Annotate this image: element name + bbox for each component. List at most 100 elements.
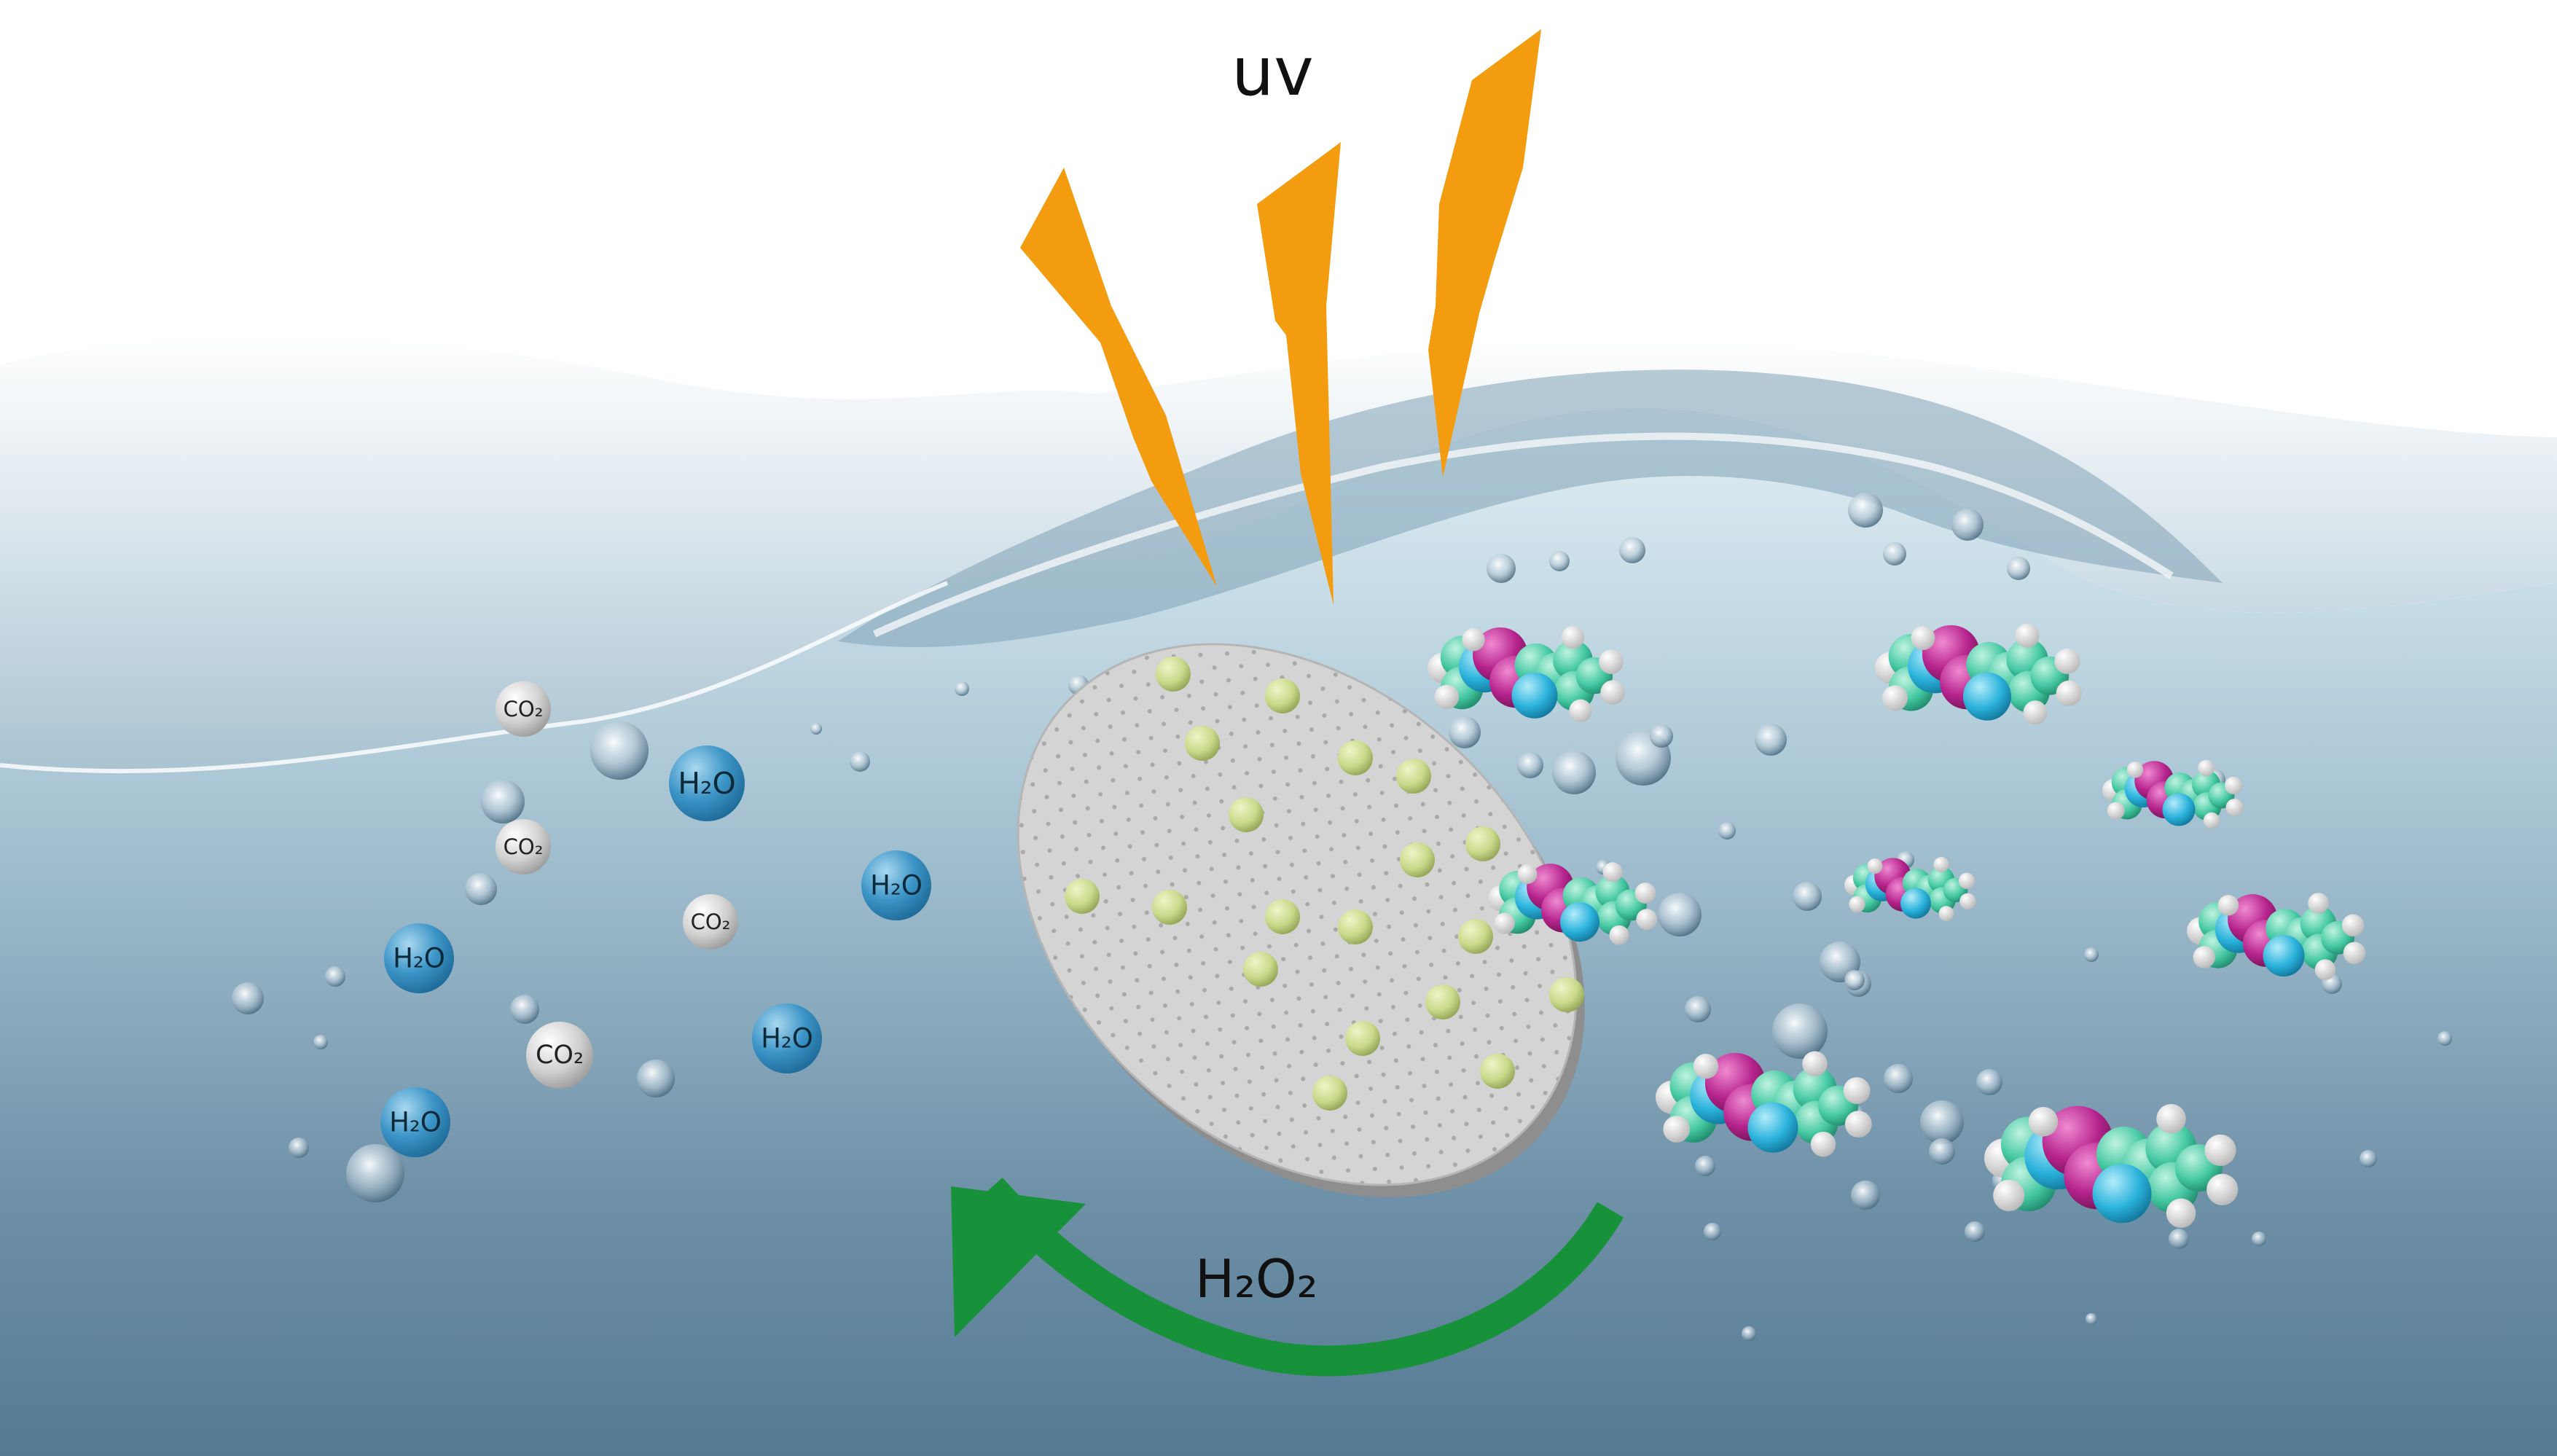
bubble bbox=[1920, 1100, 1964, 1144]
catalyst-particle bbox=[1156, 657, 1191, 692]
h2o-molecule: H₂O bbox=[861, 850, 931, 920]
pollutant-molecules bbox=[1428, 623, 2366, 1229]
pollutant-molecule bbox=[2102, 759, 2244, 829]
pollutant-molecule bbox=[1488, 862, 1658, 945]
bubble bbox=[313, 1035, 328, 1049]
pollutant-molecule bbox=[1984, 1103, 2239, 1229]
co2-label: CO₂ bbox=[504, 834, 544, 859]
bubble bbox=[1976, 1069, 2002, 1095]
bubble bbox=[2437, 1031, 2452, 1046]
catalyst-particle bbox=[1185, 726, 1220, 761]
bubble bbox=[1487, 554, 1516, 583]
bubble bbox=[346, 1144, 404, 1202]
h2o2-cycle-arrow bbox=[951, 1178, 1624, 1377]
h2o-molecule: H₂O bbox=[752, 1003, 822, 1073]
catalyst-particle bbox=[1338, 740, 1373, 775]
catalyst-particle bbox=[1396, 759, 1431, 794]
uv-label: uv bbox=[1231, 33, 1314, 111]
bubble bbox=[1755, 724, 1787, 756]
h2o-molecule: H₂O bbox=[380, 1087, 450, 1157]
bubble bbox=[1851, 1181, 1880, 1210]
bubble bbox=[1929, 1138, 1955, 1165]
pollutant-molecule bbox=[1875, 623, 2082, 725]
catalyst-particle bbox=[1152, 890, 1187, 925]
h2o-label: H₂O bbox=[870, 870, 923, 901]
uv-lightning-bolts bbox=[1020, 29, 1541, 605]
co2-molecule: CO₂ bbox=[496, 819, 551, 874]
bubble bbox=[2086, 1313, 2097, 1325]
catalyst-particle bbox=[1465, 826, 1500, 861]
bubble bbox=[1449, 716, 1481, 748]
catalyst-particle bbox=[1549, 977, 1584, 1012]
h2o-molecule: H₂O bbox=[384, 923, 454, 993]
bubble bbox=[1951, 509, 1984, 541]
co2-label: CO₂ bbox=[691, 909, 731, 934]
bubble bbox=[1718, 822, 1736, 839]
catalyst-particle bbox=[1243, 952, 1278, 987]
catalyst-particle bbox=[1312, 1076, 1347, 1111]
catalyst-particle bbox=[1425, 985, 1460, 1019]
h2o-label: H₂O bbox=[678, 766, 736, 801]
h2o-molecule: H₂O bbox=[669, 745, 745, 821]
h2o-label: H₂O bbox=[389, 1107, 442, 1138]
bubble bbox=[1883, 542, 1906, 565]
bubble bbox=[2252, 1232, 2266, 1246]
bubble bbox=[1658, 893, 1702, 936]
lightning-bolt-2 bbox=[1257, 142, 1341, 605]
catalyst-particle bbox=[1265, 678, 1300, 713]
co2-molecule: CO₂ bbox=[683, 894, 738, 950]
catalyst-particle bbox=[1480, 1054, 1515, 1089]
bubble bbox=[637, 1060, 675, 1097]
bubble bbox=[465, 873, 497, 905]
bubble bbox=[510, 995, 539, 1024]
co2-label: CO₂ bbox=[536, 1041, 584, 1070]
bubble bbox=[1517, 752, 1543, 778]
bubble bbox=[1844, 970, 1865, 990]
bubble bbox=[1772, 1003, 1828, 1059]
catalyst-particle bbox=[1229, 797, 1264, 832]
product-molecules: H₂O H₂O H₂O H₂O H₂O CO₂ CO₂ CO₂ CO₂ bbox=[380, 681, 931, 1157]
bubble bbox=[1549, 551, 1570, 571]
pollutant-molecule bbox=[1656, 1051, 1872, 1157]
co2-molecule: CO₂ bbox=[496, 681, 551, 737]
wave-crest bbox=[838, 369, 2223, 648]
pollutant-molecule bbox=[1428, 625, 1625, 723]
catalyst-particle bbox=[1065, 879, 1100, 914]
bubble bbox=[955, 681, 969, 696]
bubble bbox=[2007, 557, 2030, 580]
catalyst-particles bbox=[1065, 657, 1584, 1111]
bubble bbox=[1965, 1221, 1985, 1242]
bubble bbox=[1793, 882, 1822, 911]
bubble bbox=[1884, 1064, 1913, 1093]
lightning-bolt-3 bbox=[1428, 29, 1541, 477]
bubble bbox=[1695, 1156, 1715, 1176]
wave-highlight-left bbox=[0, 581, 949, 774]
bubble bbox=[2084, 947, 2099, 962]
bubble bbox=[325, 966, 345, 987]
pollutant-molecule bbox=[1844, 856, 1976, 922]
bubble bbox=[481, 780, 525, 823]
co2-molecule: CO₂ bbox=[526, 1022, 593, 1089]
bubble bbox=[810, 723, 822, 735]
bubble bbox=[1685, 996, 1711, 1022]
photocatalyst-disc bbox=[1017, 643, 1585, 1197]
bubble bbox=[2169, 1229, 2189, 1249]
bubble bbox=[2360, 1150, 2377, 1167]
pollutant-molecule bbox=[2187, 893, 2366, 980]
bubble bbox=[1619, 537, 1645, 563]
bubble bbox=[1848, 493, 1883, 528]
bubble bbox=[590, 721, 649, 780]
catalyst-particle bbox=[1338, 909, 1373, 944]
bubble bbox=[850, 751, 870, 772]
lightning-bolt-1 bbox=[1020, 168, 1217, 587]
h2o2-label: H₂O₂ bbox=[1195, 1248, 1318, 1310]
catalyst-particle bbox=[1345, 1021, 1380, 1056]
wave-highlight bbox=[872, 432, 2174, 638]
bubble bbox=[1552, 751, 1596, 794]
co2-label: CO₂ bbox=[504, 697, 544, 721]
h2o-label: H₂O bbox=[761, 1023, 813, 1054]
bubble bbox=[232, 982, 264, 1014]
h2o-label: H₂O bbox=[393, 943, 445, 974]
bubble bbox=[1704, 1223, 1721, 1240]
